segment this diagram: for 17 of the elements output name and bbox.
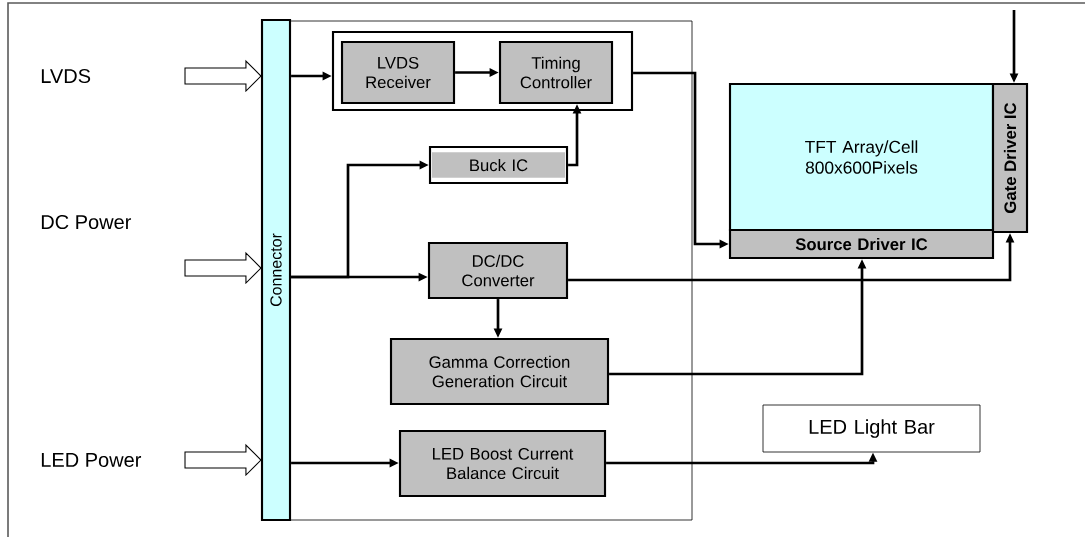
process-box: DC/DC Converter <box>427 241 569 300</box>
process-box: Timing Controller <box>498 40 614 105</box>
input-label: LVDS <box>41 68 91 84</box>
display-panel: TFT Array/Cell 800x600Pixels <box>728 82 995 232</box>
output-box: LED Light Bar <box>762 404 981 453</box>
driver-bar: Gate Driver IC <box>991 82 1029 234</box>
process-box: Buck IC <box>428 145 569 185</box>
input-label: DC Power <box>41 214 132 230</box>
driver-bar: Source Driver IC <box>728 228 995 260</box>
process-box: LED Boost Current Balance Circuit <box>398 429 607 498</box>
block-arrow <box>184 251 262 285</box>
input-label: LED Power <box>41 453 142 467</box>
block-arrow <box>184 443 262 477</box>
connector-bar: Connector <box>260 18 292 522</box>
block-arrow <box>184 59 262 93</box>
process-box: Gamma Correction Generation Circuit <box>389 337 610 406</box>
process-box: LVDS Receiver <box>340 40 456 105</box>
